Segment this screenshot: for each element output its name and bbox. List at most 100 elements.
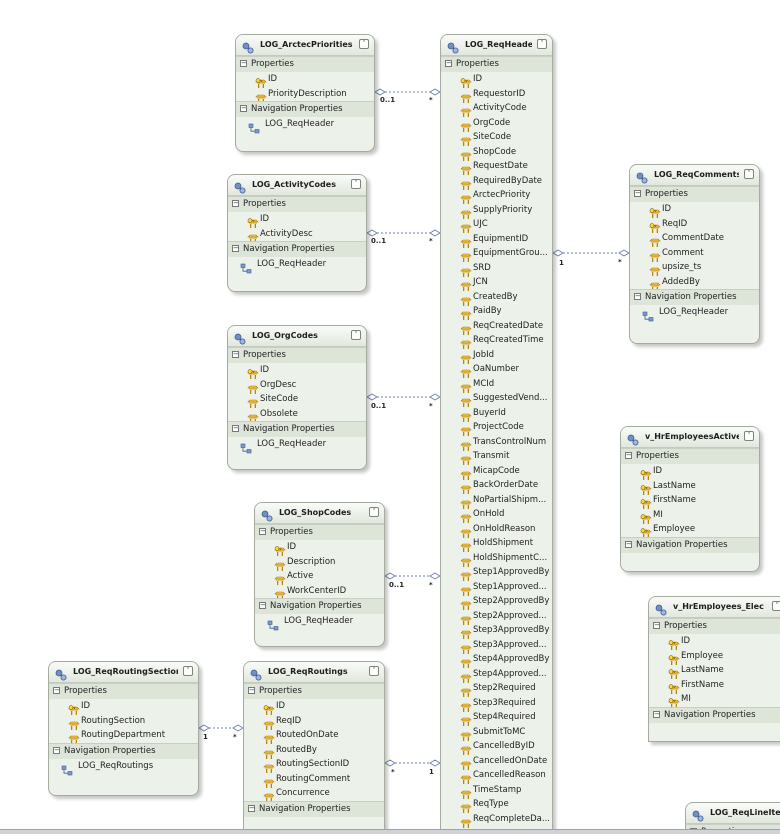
property-row[interactable]: ActivityCode: [441, 101, 552, 117]
property-row[interactable]: ShopCode: [441, 145, 552, 161]
collapse-section-icon[interactable]: −: [445, 59, 452, 67]
property-row[interactable]: NoPartialShipm...: [441, 493, 552, 509]
property-row[interactable]: Concurrence: [244, 786, 384, 802]
property-row[interactable]: SuggestedVend...: [441, 391, 552, 407]
collapse-icon[interactable]: ˆ: [744, 169, 754, 179]
property-row[interactable]: JobId: [441, 348, 552, 364]
property-row[interactable]: MI: [621, 508, 759, 524]
association-connector[interactable]: [198, 724, 244, 732]
property-row[interactable]: ID: [621, 464, 759, 480]
association-connector[interactable]: [552, 249, 630, 257]
association-connector[interactable]: [366, 229, 441, 237]
entity-header[interactable]: LOG_ReqLineItemsˆ: [686, 803, 780, 824]
navigation-section-header[interactable]: −Navigation Properties: [649, 706, 780, 723]
properties-section-header[interactable]: −Properties: [236, 56, 374, 72]
property-row[interactable]: ID: [228, 363, 366, 379]
property-row[interactable]: ReqID: [630, 217, 759, 233]
property-row[interactable]: ProjectCode: [441, 420, 552, 436]
property-row[interactable]: LastName: [649, 663, 780, 679]
association-connector[interactable]: [374, 88, 441, 96]
collapse-section-icon[interactable]: −: [625, 451, 632, 459]
property-row[interactable]: PriorityDescription: [236, 87, 374, 103]
property-row[interactable]: RequiredByDate: [441, 174, 552, 190]
collapse-icon[interactable]: ˆ: [359, 39, 369, 49]
collapse-icon[interactable]: ˆ: [772, 601, 780, 611]
properties-section-header[interactable]: −Properties: [244, 683, 384, 699]
navigation-section-header[interactable]: −Navigation Properties: [236, 101, 374, 117]
property-row[interactable]: upsize_ts: [630, 260, 759, 276]
navigation-section-header[interactable]: −Navigation Properties: [228, 241, 366, 257]
property-row[interactable]: FirstName: [649, 678, 780, 694]
property-row[interactable]: Step3Required: [441, 696, 552, 712]
property-row[interactable]: ID: [228, 212, 366, 228]
collapse-section-icon[interactable]: −: [634, 292, 641, 300]
property-row[interactable]: OrgCode: [441, 116, 552, 132]
property-row[interactable]: TimeStamp: [441, 783, 552, 799]
property-row[interactable]: MicapCode: [441, 464, 552, 480]
property-row[interactable]: UJC: [441, 217, 552, 233]
properties-section-header[interactable]: −Properties: [630, 186, 759, 202]
property-row[interactable]: RoutedOnDate: [244, 728, 384, 744]
property-row[interactable]: CancelledReason: [441, 768, 552, 784]
property-row[interactable]: RoutingSection: [49, 714, 198, 730]
properties-section-header[interactable]: −Properties: [441, 56, 552, 72]
property-row[interactable]: SiteCode: [441, 130, 552, 146]
property-row[interactable]: LastName: [621, 479, 759, 495]
property-row[interactable]: ID: [630, 202, 759, 218]
collapse-section-icon[interactable]: −: [248, 686, 255, 694]
navigation-property-row[interactable]: LOG_ReqHeader: [630, 305, 759, 322]
navigation-section-header[interactable]: −Navigation Properties: [621, 536, 759, 553]
collapse-icon[interactable]: ˆ: [537, 39, 547, 49]
collapse-icon[interactable]: ˆ: [351, 179, 361, 189]
property-row[interactable]: OnHold: [441, 507, 552, 523]
property-row[interactable]: Employee: [649, 649, 780, 665]
properties-section-header[interactable]: −Properties: [228, 347, 366, 363]
property-row[interactable]: AddedBy: [630, 275, 759, 291]
property-row[interactable]: BackOrderDate: [441, 478, 552, 494]
property-row[interactable]: MI: [649, 692, 780, 708]
property-row[interactable]: Step2Required: [441, 681, 552, 697]
property-row[interactable]: EquipmentID: [441, 232, 552, 248]
property-row[interactable]: PaidBy: [441, 304, 552, 320]
property-row[interactable]: HoldShipment: [441, 536, 552, 552]
property-row[interactable]: SupplyPriority: [441, 203, 552, 219]
association-connector[interactable]: [366, 393, 441, 401]
property-row[interactable]: CommentDate: [630, 231, 759, 247]
collapse-section-icon[interactable]: −: [634, 189, 641, 197]
property-row[interactable]: Step2Approved...: [441, 609, 552, 625]
property-row[interactable]: Comment: [630, 246, 759, 262]
property-row[interactable]: JCN: [441, 275, 552, 291]
property-row[interactable]: SiteCode: [228, 392, 366, 408]
property-row[interactable]: ID: [49, 699, 198, 715]
navigation-property-row[interactable]: LOG_ReqHeader: [236, 117, 374, 134]
property-row[interactable]: ReqCreatedTime: [441, 333, 552, 349]
navigation-property-row[interactable]: LOG_ReqHeader: [255, 614, 384, 631]
property-row[interactable]: Step1Approved...: [441, 580, 552, 596]
property-row[interactable]: ReqCreatedDate: [441, 319, 552, 335]
property-row[interactable]: ArctecPriority: [441, 188, 552, 204]
collapse-section-icon[interactable]: −: [259, 527, 266, 535]
property-row[interactable]: ReqType: [441, 797, 552, 813]
property-row[interactable]: ID: [255, 540, 384, 556]
property-row[interactable]: Step2ApprovedBy: [441, 594, 552, 610]
navigation-property-row[interactable]: LOG_ReqHeader: [228, 257, 366, 274]
property-row[interactable]: Employee: [621, 522, 759, 538]
navigation-section-header[interactable]: −Navigation Properties: [228, 421, 366, 437]
navigation-property-row[interactable]: LOG_ReqHeader: [228, 437, 366, 454]
collapse-section-icon[interactable]: −: [232, 244, 239, 252]
collapse-section-icon[interactable]: −: [653, 709, 660, 718]
property-row[interactable]: RequestorID: [441, 87, 552, 103]
